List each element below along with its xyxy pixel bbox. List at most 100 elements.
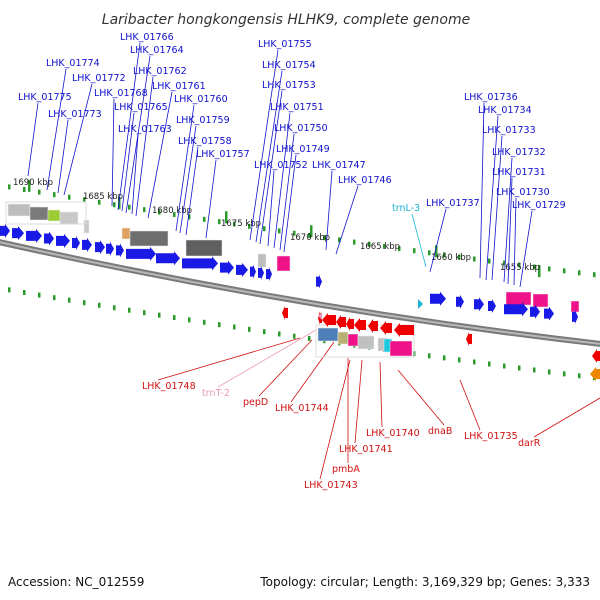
gene-label[interactable]: LHK_01749 [276,144,330,155]
forward-gene-arrow[interactable] [106,241,114,256]
gene-label[interactable]: LHK_01766 [120,32,174,43]
gene-label[interactable]: LHK_01768 [94,88,148,99]
gene-block[interactable] [317,327,339,342]
forward-gene-arrow[interactable] [474,297,484,312]
gene-label[interactable]: LHK_01759 [176,115,230,126]
gene-block[interactable] [532,293,549,308]
gene-label[interactable]: LHK_01741 [339,444,393,455]
reverse-gene-arrow[interactable] [394,323,414,337]
gene-label[interactable]: LHK_01744 [275,403,329,414]
gene-label[interactable]: LHK_01751 [270,102,324,113]
gene-label[interactable]: LHK_01750 [274,123,328,134]
forward-gene-arrow[interactable] [0,223,10,238]
reverse-gene-arrow[interactable] [368,319,378,333]
forward-gene-arrow[interactable] [220,260,234,275]
gene-label[interactable]: trnT-2 [202,388,230,399]
reverse-gene-arrow[interactable] [346,317,354,331]
forward-gene-arrow[interactable] [572,309,578,324]
gene-label[interactable]: pmbA [332,464,360,475]
forward-gene-arrow[interactable] [488,299,496,314]
forward-gene-arrow[interactable] [430,291,446,306]
gene-label[interactable]: LHK_01753 [262,80,316,91]
gene-block[interactable] [129,230,169,247]
forward-gene-arrow[interactable] [26,228,42,243]
gene-label[interactable]: LHK_01760 [174,94,228,105]
gene-label[interactable]: LHK_01774 [46,58,100,69]
gene-block[interactable] [357,335,375,350]
gene-label[interactable]: LHK_01730 [496,187,550,198]
reverse-gene-arrow[interactable] [282,306,288,320]
gene-block[interactable] [347,333,359,347]
forward-gene-arrow[interactable] [456,294,464,309]
gene-block[interactable] [389,340,413,357]
gene-label[interactable]: darR [518,438,541,449]
gene-block[interactable] [337,331,349,345]
gene-label[interactable]: LHK_01754 [262,60,316,71]
gene-label[interactable]: LHK_01765 [114,102,168,113]
trna-reverse-arrow[interactable] [318,312,322,320]
reverse-gene-arrow[interactable] [590,367,600,381]
reverse-gene-arrow[interactable] [466,332,472,346]
gene-label[interactable]: LHK_01775 [18,92,72,103]
gene-label[interactable]: dnaB [428,426,452,437]
reverse-gene-arrow[interactable] [322,313,336,327]
gene-label[interactable]: LHK_01740 [366,428,420,439]
gene-label[interactable]: LHK_01743 [304,480,358,491]
forward-gene-arrow[interactable] [182,256,218,271]
gene-block[interactable] [505,291,532,306]
gene-label[interactable]: LHK_01735 [464,431,518,442]
gene-label[interactable]: LHK_01734 [478,105,532,116]
trna-forward-arrow[interactable] [418,299,423,309]
gene-label[interactable]: LHK_01747 [312,160,366,171]
forward-gene-arrow[interactable] [258,265,264,280]
gene-label[interactable]: LHK_01729 [512,200,566,211]
reverse-gene-arrow[interactable] [336,315,346,329]
gene-label[interactable]: LHK_01772 [72,73,126,84]
gene-label[interactable]: LHK_01762 [133,66,187,77]
gene-label[interactable]: LHK_01746 [338,175,392,186]
gene-label[interactable]: LHK_01733 [482,125,536,136]
forward-gene-arrow[interactable] [544,306,554,321]
forward-gene-arrow[interactable] [156,251,180,266]
forward-gene-arrow[interactable] [504,302,528,317]
forward-gene-arrow[interactable] [44,231,54,246]
gene-label[interactable]: pepD [243,397,268,408]
gene-block[interactable] [59,211,79,225]
gene-block[interactable] [257,253,267,268]
reverse-gene-arrow[interactable] [592,349,600,363]
gene-label[interactable]: LHK_01752 [254,160,308,171]
gene-block[interactable] [47,209,61,222]
forward-gene-arrow[interactable] [12,226,24,241]
reverse-gene-arrow[interactable] [354,318,366,332]
forward-gene-arrow[interactable] [72,236,80,251]
gene-block[interactable] [29,206,49,221]
gene-label[interactable]: LHK_01737 [426,198,480,209]
gene-label[interactable]: LHK_01758 [178,136,232,147]
gene-label[interactable]: LHK_01731 [492,167,546,178]
reverse-gene-arrow[interactable] [380,321,392,335]
forward-gene-arrow[interactable] [316,274,322,289]
gene-block[interactable] [276,255,291,272]
gene-label[interactable]: trnL-3 [392,203,420,214]
forward-gene-arrow[interactable] [236,262,248,277]
forward-gene-arrow[interactable] [116,243,124,258]
gene-label[interactable]: LHK_01773 [48,109,102,120]
forward-gene-arrow[interactable] [95,240,105,255]
gene-label[interactable]: LHK_01755 [258,39,312,50]
gene-block[interactable] [7,203,31,217]
forward-gene-arrow[interactable] [82,237,92,252]
gene-label[interactable]: LHK_01736 [464,92,518,103]
gene-label[interactable]: LHK_01763 [118,124,172,135]
gene-block[interactable] [121,227,131,240]
forward-gene-arrow[interactable] [56,233,70,248]
forward-gene-arrow[interactable] [126,246,156,261]
gene-label[interactable]: LHK_01761 [152,81,206,92]
gene-label[interactable]: LHK_01748 [142,381,196,392]
gene-block[interactable] [185,239,223,257]
forward-gene-arrow[interactable] [266,267,272,282]
gene-label[interactable]: LHK_01764 [130,45,184,56]
forward-gene-arrow[interactable] [530,304,540,319]
gene-label[interactable]: LHK_01757 [196,149,250,160]
forward-gene-arrow[interactable] [250,264,256,279]
gene-label[interactable]: LHK_01732 [492,147,546,158]
